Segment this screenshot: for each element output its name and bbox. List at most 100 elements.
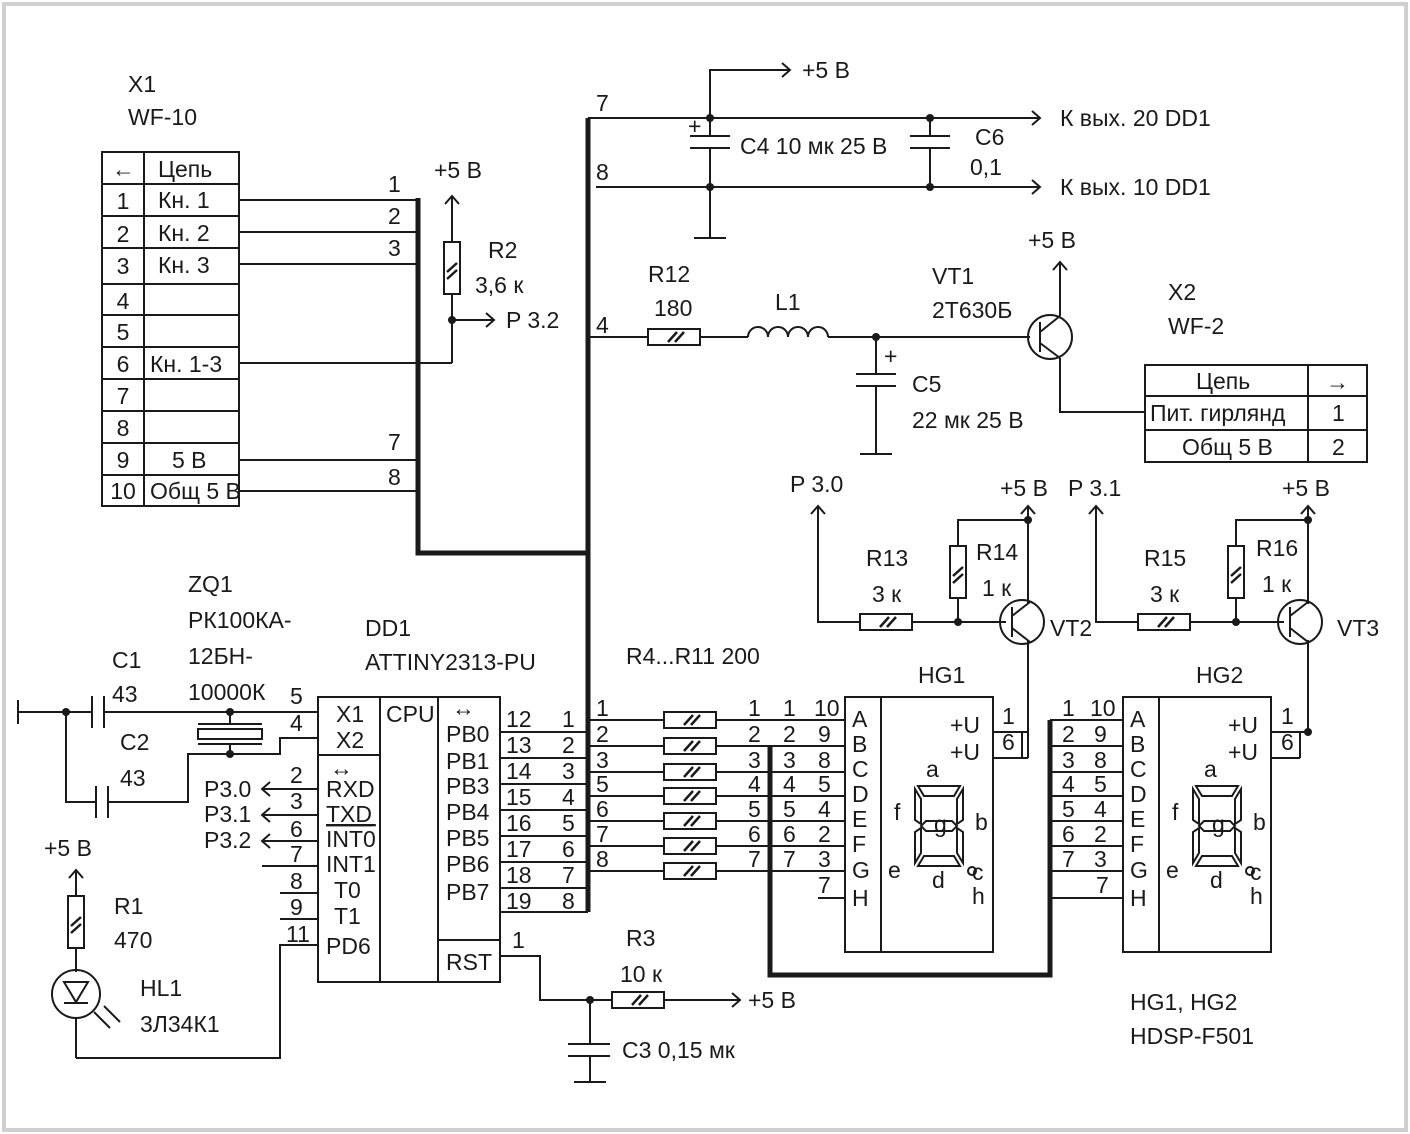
led-indicator: +5 В R1 470 HL1 3Л34К1 [44, 835, 318, 1059]
transistor-stage-vt3: P 3.1 R15 3 к R16 1 к +5 В VT3 [1068, 475, 1379, 732]
display-bus [767, 720, 1053, 978]
hg2-seg-pin: E [1130, 806, 1145, 832]
segment-resistors: R4...R11 200 1 2 3 5 6 7 8 1 2 3 4 5 6 7 [588, 643, 848, 881]
r-right-num: 4 [748, 771, 761, 797]
hg2-seg-f: f [1172, 799, 1179, 825]
r13-ref: R13 [866, 545, 908, 571]
oscillator: ZQ1 РК100КА- 12БН- 10000К C1 43 C2 43 [17, 571, 318, 818]
hg1-pin-b: 4 [818, 796, 831, 822]
zq1-line1: РК100КА- [188, 607, 292, 633]
dd1-bus-num: 7 [562, 862, 575, 888]
hg2-pin-a: 2 [1062, 721, 1075, 747]
hg1-seg-pin: C [852, 756, 869, 782]
r-right-num: 5 [748, 796, 761, 822]
dd1-pb-num: 15 [506, 784, 532, 810]
hg1-seg-pin: G [852, 857, 870, 883]
r14-value: 1 к [982, 575, 1012, 601]
x2-header-label: Цепь [1196, 368, 1250, 394]
dd1-pb-num: 18 [506, 862, 532, 888]
x1-pin-label: Кн. 2 [158, 220, 210, 246]
x1-pin-num: 8 [117, 415, 130, 441]
r-right-num: 1 [748, 695, 761, 721]
bus-wire-num: 1 [388, 171, 401, 197]
hg2-plus-u2: +U [1228, 739, 1258, 765]
x1-pin-num: 1 [117, 188, 130, 214]
dd1-bus-num: 8 [562, 888, 575, 914]
hg1-pin-a: 1 [783, 695, 796, 721]
hg1-seg-b: b [975, 809, 988, 835]
hg1-seg-e: e [888, 857, 901, 883]
x2-pin-label: Пит. гирлянд [1150, 400, 1286, 426]
r16-value: 1 к [1262, 571, 1292, 597]
hg2-pin-a: 1 [1062, 695, 1075, 721]
hg2-pin-b: 9 [1094, 721, 1107, 747]
hg2-seg-d: d [1210, 867, 1223, 893]
mcu-dd1: DD1 ATTINY2313-PU CPU ↔ RST X1 X2 5 4 ↔ … [204, 615, 588, 983]
vt1-type: 2Т630Б [932, 297, 1012, 323]
dd1-left-num: 2 [290, 762, 303, 788]
r1-value: 470 [114, 927, 152, 953]
display-hg1: HG1 A B C D E F G H 1 2 3 4 5 6 7 10 9 8… [772, 662, 1028, 953]
x1-header-arrow: ← [112, 156, 135, 182]
dd1-pb-num: 16 [506, 810, 532, 836]
c2-ref: C2 [120, 729, 149, 755]
vt1-ref: VT1 [932, 263, 974, 289]
x2-pin-label: Общ 5 В [1182, 434, 1273, 460]
connector-x1: X1 WF-10 ← Цепь 1 2 3 4 5 6 7 8 9 10 Кн.… [101, 71, 452, 507]
dd1-left-num: 7 [290, 841, 303, 867]
dd1-pb-num: 19 [506, 888, 532, 914]
hg1-plus-u: +U [950, 712, 980, 738]
x2-ref: X2 [1168, 279, 1196, 305]
x2-pin-num: 2 [1332, 434, 1345, 460]
hg1-pin-b: 8 [818, 747, 831, 773]
x1-type: WF-10 [128, 104, 197, 130]
r12-value: 180 [654, 295, 692, 321]
hg2-seg-e: e [1166, 857, 1179, 883]
dd1-bus-num: 6 [562, 836, 575, 862]
hg1-pin-a: 5 [783, 796, 796, 822]
bus-num-7: 7 [596, 90, 609, 116]
x1-pin-num: 10 [110, 478, 136, 504]
r2-ref: R2 [488, 237, 517, 263]
r-right-num: 3 [748, 747, 761, 773]
supply-decoupling: 7 8 +5 В + C4 10 мк 25 В C6 0,1 К вых. 2… [588, 57, 1211, 239]
r-left-num: 5 [596, 771, 609, 797]
r-left-num: 2 [596, 721, 609, 747]
hg2-pin-b: 10 [1090, 695, 1116, 721]
hg2-pin-a: 5 [1062, 796, 1075, 822]
r2-port: P 3.2 [506, 307, 559, 333]
dd1-rst-num: 1 [512, 927, 525, 953]
c5-ref: C5 [912, 371, 941, 397]
x1-pin-label: Общ 5 В [150, 478, 241, 504]
dd1-pb-num: 14 [506, 758, 532, 784]
c1-value: 43 [112, 681, 138, 707]
hg1-seg-c: c [972, 859, 984, 885]
vt1-supply: +5 В [1028, 227, 1076, 253]
hg-note-line2: HDSP-F501 [1130, 1023, 1254, 1049]
dd1-pin-pb6: PB6 [446, 851, 489, 877]
hg2-seg-h: h [1250, 883, 1263, 909]
hg2-seg-pin: A [1130, 706, 1146, 732]
hg2-plus-u: +U [1228, 712, 1258, 738]
dd1-io-arrow-left: ↔ [330, 755, 353, 781]
bus-num-8: 8 [596, 159, 609, 185]
r-right-num: 7 [748, 846, 761, 872]
dd1-pin-pd6: PD6 [326, 933, 371, 959]
hg1-seg-pin: D [852, 781, 869, 807]
hg2-seg-pin: B [1130, 731, 1145, 757]
out-dd1-10: К вых. 10 DD1 [1060, 174, 1211, 200]
r3-value: 10 к [620, 961, 663, 987]
r14-ref: R14 [976, 539, 1018, 565]
r12-ref: R12 [648, 261, 690, 287]
x1-pin-label: Кн. 1-3 [150, 351, 222, 377]
x1-pin-num: 9 [117, 447, 130, 473]
l1-ref: L1 [775, 289, 801, 315]
hg2-pin-b: 5 [1094, 771, 1107, 797]
dd1-x1-num: 5 [290, 683, 303, 709]
x1-pin-num: 4 [117, 288, 130, 314]
hg2-seg-pin: G [1130, 857, 1148, 883]
hg2-pin-a: 7 [1062, 846, 1075, 872]
hg2-pu-num: 6 [1281, 729, 1294, 755]
dd1-pin-int1: INT1 [326, 851, 376, 877]
